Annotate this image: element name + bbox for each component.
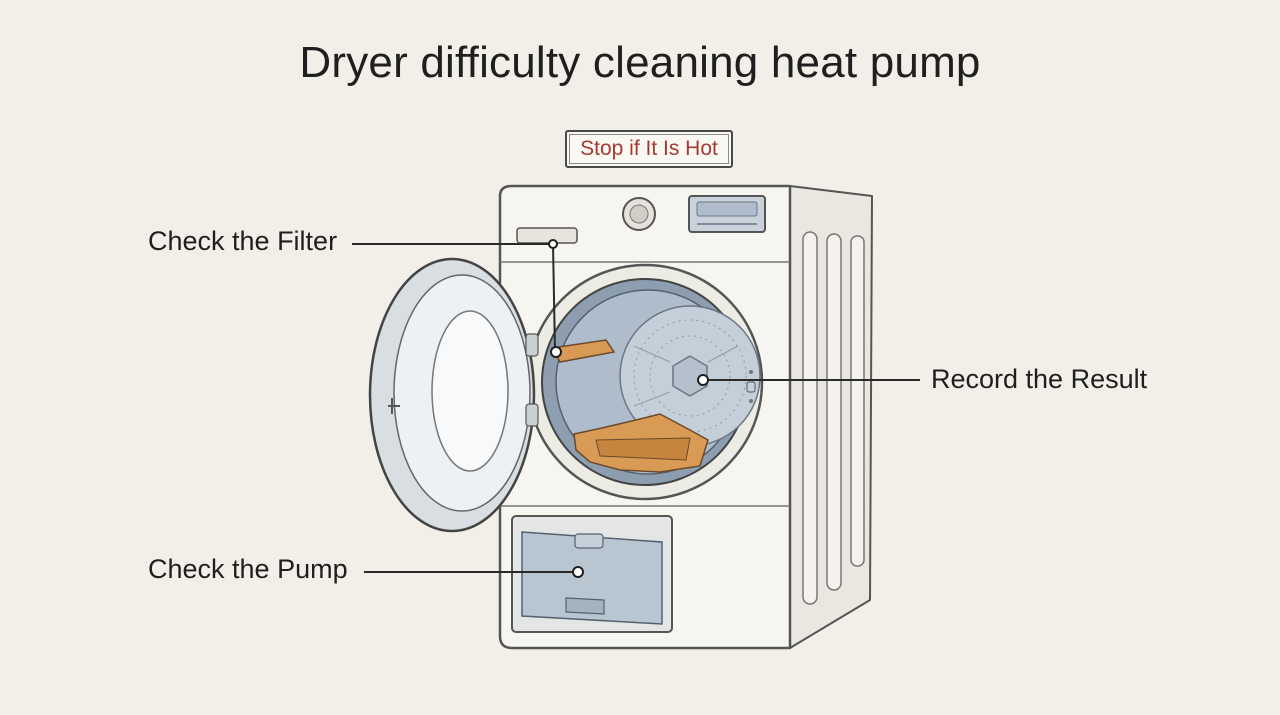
diagram-title: Dryer difficulty cleaning heat pump <box>299 38 981 87</box>
open-door <box>368 257 539 533</box>
dryer-side-panel <box>789 185 873 649</box>
callout-record-result: Record the Result <box>931 364 1148 394</box>
hot-warning-badge: Stop if It Is Hot <box>565 130 733 168</box>
control-panel <box>516 195 766 244</box>
callout-dots <box>548 239 709 578</box>
pump-dot <box>572 566 584 578</box>
door-hinge-top <box>525 333 539 357</box>
door-opening <box>526 263 764 501</box>
callout-check-pump: Check the Pump <box>148 554 348 584</box>
door-latch <box>388 398 400 414</box>
door-hinge-bottom <box>525 403 539 427</box>
result-dot <box>697 374 709 386</box>
callout-check-filter: Check the Filter <box>148 226 338 256</box>
filter-part-dot <box>550 346 562 358</box>
filter-slot <box>516 227 578 244</box>
water-tank <box>511 515 673 633</box>
filter-slot-dot <box>548 239 558 249</box>
